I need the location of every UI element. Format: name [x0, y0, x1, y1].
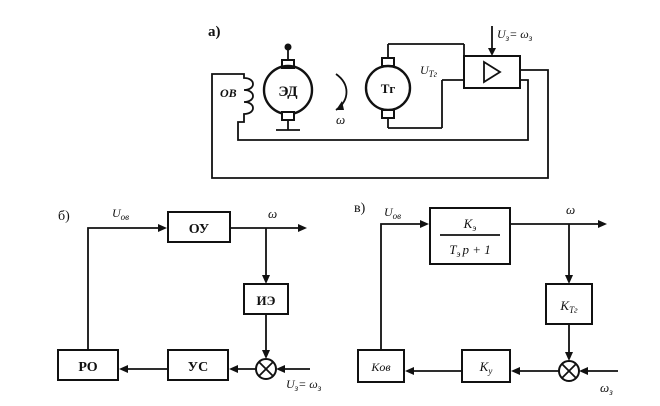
reference-c-arrowhead	[579, 367, 588, 375]
uz-label-b: Uз= ωз	[286, 377, 322, 393]
panel-a-label: а)	[208, 24, 221, 40]
ku-input-arrowhead	[511, 367, 520, 375]
inner-feedback-wire	[237, 79, 529, 141]
transfer-function-block	[429, 207, 511, 265]
omega-label-c: ω	[566, 202, 575, 217]
field-winding-coil	[237, 73, 254, 128]
tf-numerator: Kэ	[463, 216, 477, 233]
ktg-label: KТг	[559, 298, 578, 315]
us-label: УС	[188, 360, 208, 375]
panel-b-label: б)	[58, 209, 70, 224]
ou-label: ОУ	[189, 222, 209, 237]
motor-bottom-brush	[281, 111, 295, 121]
omega-label-b: ω	[268, 206, 277, 221]
wz-label-c: ωз	[600, 380, 613, 397]
kov-input-arrowhead	[405, 367, 414, 375]
output-arrowhead-b	[298, 224, 307, 232]
kov-to-tf-wire	[380, 223, 424, 350]
reference-input-arrowhead	[488, 48, 496, 56]
motor-top-terminal	[284, 43, 292, 51]
ro-label: РО	[78, 360, 97, 375]
comparator-b-input-arrowhead	[262, 350, 270, 359]
panel-b-block-diagram: б) ОУ ИЭ РО УС Uов ω Uз= ωз	[57, 206, 322, 393]
rotation-arrowhead	[336, 101, 344, 110]
uov-label-c: Uов	[384, 205, 401, 221]
motor-top-brush	[281, 59, 295, 69]
ku-label: Kу	[479, 359, 493, 376]
ie-input-arrowhead	[262, 275, 270, 284]
kov-label: Kов	[370, 360, 390, 374]
amplifier-box	[463, 55, 521, 89]
ku-block	[461, 349, 511, 383]
tacho-label: Тг	[381, 81, 396, 96]
ut-label: UТг	[420, 63, 438, 79]
ro-input-arrowhead	[119, 365, 128, 373]
outer-feedback-wire	[211, 69, 549, 179]
us-input-arrowhead	[229, 365, 238, 373]
comparator-c-cross-2	[561, 363, 577, 379]
panel-c-label: в)	[354, 201, 366, 216]
tf-input-arrowhead	[420, 220, 429, 228]
uz-label-a: Uз= ωз	[497, 27, 533, 43]
reference-b-arrowhead	[276, 365, 285, 373]
rotation-omega-label: ω	[336, 112, 345, 127]
us-block	[167, 349, 229, 381]
panel-a-circuit: а) ОВ ЭД ω Тг UТг	[208, 24, 549, 179]
uov-label-b: Uов	[112, 206, 129, 222]
comparator-b-cross-2	[258, 361, 274, 377]
ie-label: ИЭ	[257, 293, 276, 308]
comparator-c-input-arrowhead	[565, 352, 573, 361]
ou-block	[167, 211, 231, 243]
motor-label: ЭД	[278, 84, 298, 100]
output-arrowhead-c	[598, 220, 607, 228]
tacho-bottom-brush	[381, 109, 395, 119]
amplifier-triangle-icon	[483, 60, 502, 84]
ktg-input-arrowhead	[565, 275, 573, 284]
ov-label: ОВ	[220, 86, 237, 100]
ro-to-ou-wire	[87, 227, 162, 350]
ou-input-arrowhead	[158, 224, 167, 232]
